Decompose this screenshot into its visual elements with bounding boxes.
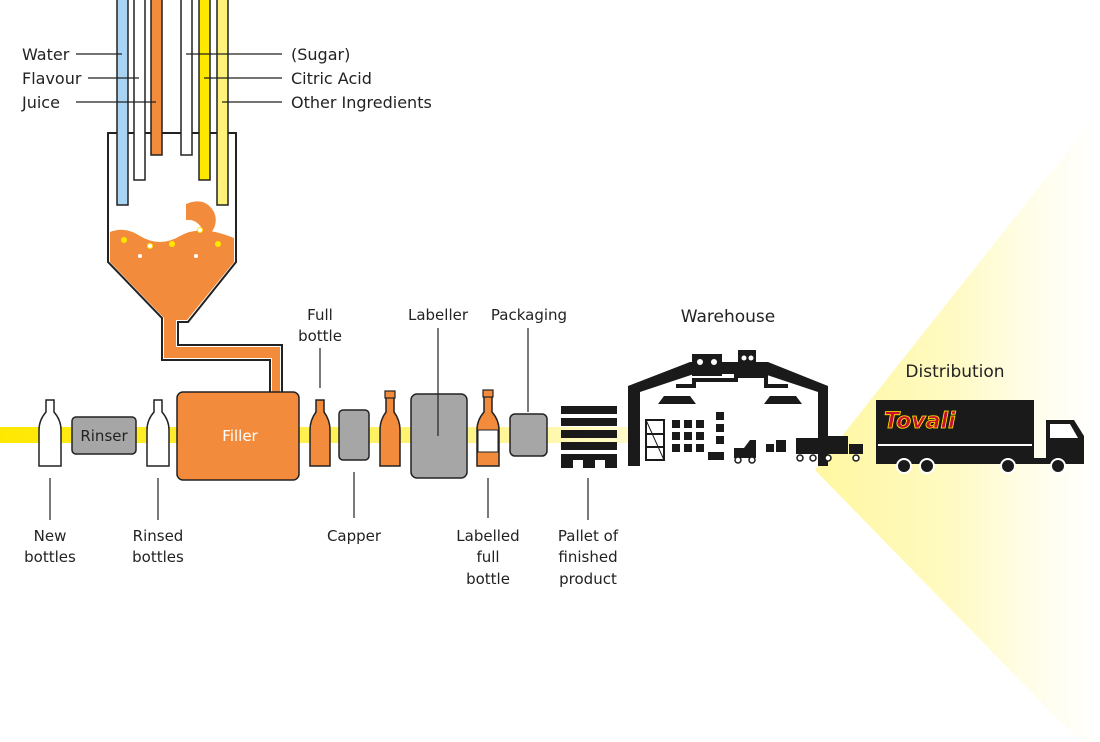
distribution-truck bbox=[876, 400, 1084, 474]
label-new-bottles-1: New bbox=[34, 527, 67, 545]
filler-machine bbox=[176, 391, 300, 481]
label-rinsed-bottles-2: bottles bbox=[132, 548, 184, 566]
label-full-bottle-1: Full bbox=[307, 306, 333, 324]
labeller-label: Labeller bbox=[408, 306, 469, 324]
ingredient-label-water: Water bbox=[22, 45, 70, 64]
capper-machine bbox=[338, 409, 370, 461]
flavour-pipe bbox=[133, 0, 146, 181]
ingredient-pipes bbox=[116, 0, 229, 206]
full-bottle bbox=[309, 399, 331, 467]
packaging-label: Packaging bbox=[491, 306, 567, 324]
label-rinsed-bottles-1: Rinsed bbox=[133, 527, 184, 545]
sugar-pipe bbox=[180, 0, 193, 156]
label-pallet-1: Pallet of bbox=[558, 527, 619, 545]
rinser-label: Rinser bbox=[80, 427, 128, 445]
labeller-machine bbox=[410, 393, 468, 479]
ingredient-label-sugar: (Sugar) bbox=[291, 45, 350, 64]
ingredient-label-other-ingredients: Other Ingredients bbox=[291, 93, 432, 112]
new-bottle bbox=[38, 399, 62, 467]
citric-acid-pipe bbox=[198, 0, 211, 181]
distribution-label: Distribution bbox=[905, 362, 1004, 382]
ingredient-label-citric-acid: Citric Acid bbox=[291, 69, 372, 88]
label-labelled-1: Labelled bbox=[456, 527, 519, 545]
ingredient-label-juice: Juice bbox=[21, 93, 60, 112]
label-new-bottles-2: bottles bbox=[24, 548, 76, 566]
warehouse-label: Warehouse bbox=[681, 307, 775, 327]
ingredient-leaders bbox=[76, 53, 282, 103]
warehouse-building bbox=[628, 350, 863, 466]
label-pallet-3: product bbox=[559, 570, 617, 588]
pallet-of-finished-product bbox=[561, 406, 617, 468]
label-labelled-2: full bbox=[476, 548, 499, 566]
tovali-logo: Tovali bbox=[884, 409, 956, 434]
bottle-label bbox=[477, 429, 499, 453]
juice-pipe bbox=[150, 0, 163, 156]
rinsed-bottle bbox=[146, 399, 170, 467]
packaging-machine bbox=[509, 413, 548, 457]
ingredient-label-flavour: Flavour bbox=[22, 69, 82, 88]
bottle-cap bbox=[384, 390, 396, 399]
label-full-bottle-2: bottle bbox=[298, 327, 342, 345]
filler-label: Filler bbox=[222, 427, 258, 445]
capped-bottle bbox=[379, 392, 401, 467]
label-pallet-2: finished bbox=[558, 548, 617, 566]
label-labelled-3: bottle bbox=[466, 570, 510, 588]
mixing-hopper bbox=[107, 132, 283, 399]
rinser-machine bbox=[71, 416, 137, 455]
capper-label: Capper bbox=[327, 527, 382, 545]
bottle-cap-2 bbox=[482, 389, 494, 398]
